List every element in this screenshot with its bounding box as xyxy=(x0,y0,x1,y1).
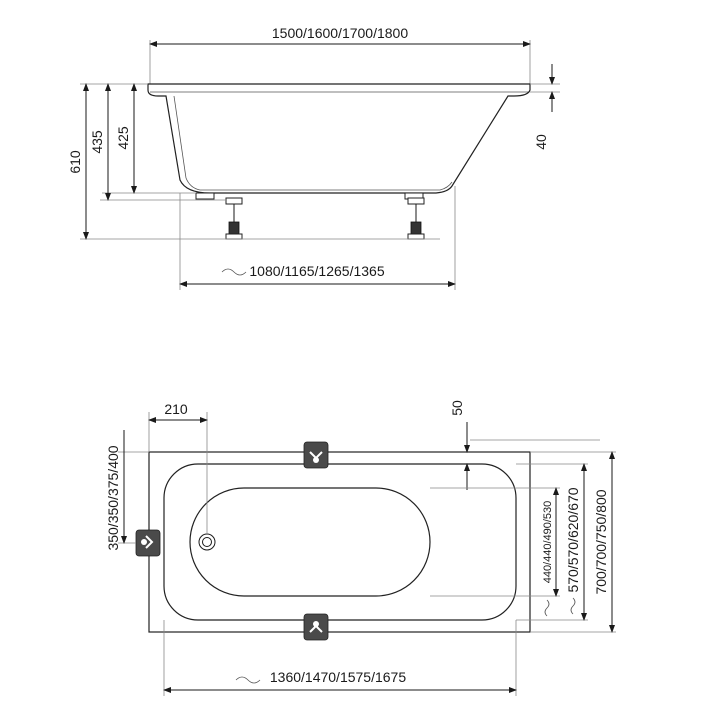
drain-inner xyxy=(202,537,212,547)
offset-label: 210 xyxy=(164,401,188,417)
approx-tilde-bottom xyxy=(235,676,261,684)
bracket-top xyxy=(303,441,329,469)
bottom-length-label: 1080/1165/1265/1365 xyxy=(249,263,384,279)
tub-basin-inner xyxy=(189,487,431,597)
rim-thickness-label: 40 xyxy=(533,134,549,150)
length-label: 1500/1600/1700/1800 xyxy=(272,25,408,41)
approx-tilde-inner xyxy=(544,599,550,617)
bracket-bottom xyxy=(303,613,329,641)
height-total-label: 610 xyxy=(67,150,83,174)
side-view: 1500/1600/1700/1800 610 435 xyxy=(67,25,560,290)
edge-label: 50 xyxy=(449,400,465,416)
tub-side-profile xyxy=(147,83,531,194)
bracket-left xyxy=(135,529,161,557)
inner-width-label: 440/440/490/530 xyxy=(542,501,554,584)
tub-inner-profile xyxy=(173,95,453,191)
outer-width-label: 700/700/750/800 xyxy=(593,489,609,594)
leg-offset-label: 350/350/375/400 xyxy=(105,445,121,550)
approx-tilde-mid xyxy=(570,597,576,615)
leg-right xyxy=(404,192,425,240)
height-rim-label: 435 xyxy=(89,130,105,154)
height-inner-label: 425 xyxy=(115,126,131,150)
top-view: 210 50 350/350/375/400 440/440/490/530 5… xyxy=(105,400,616,696)
mid-width-label: 570/570/620/670 xyxy=(565,487,581,592)
approx-tilde-top xyxy=(221,268,247,276)
inner-length-label: 1360/1470/1575/1675 xyxy=(270,669,406,685)
